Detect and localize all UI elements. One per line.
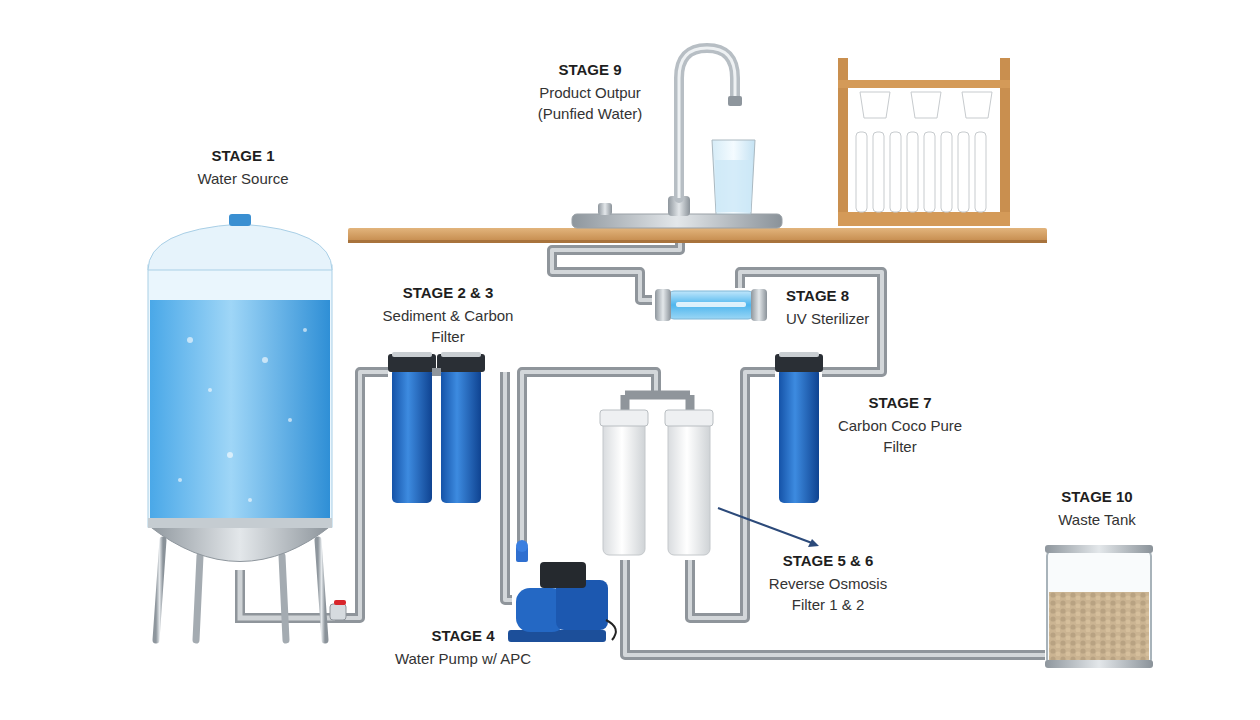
water-pump bbox=[508, 540, 616, 642]
stage-label: STAGE 9 Product Outpur (Punfied Water) bbox=[525, 60, 655, 124]
counter-shelf bbox=[348, 228, 1047, 243]
carbon-filter: STAGE 7Carbon Coco Pure Filter bbox=[775, 352, 822, 505]
stage-number: STAGE 1 bbox=[197, 146, 288, 166]
stage-number: STAGE 7 bbox=[830, 393, 970, 413]
stage-description: Reverse Osmosis Filter 1 & 2 bbox=[758, 574, 898, 615]
stage-number: STAGE 2 & 3 bbox=[373, 283, 523, 303]
uv-sterilizer bbox=[655, 289, 767, 321]
pipe-connector bbox=[505, 372, 512, 600]
stage-description: Product Outpur (Punfied Water) bbox=[525, 83, 655, 124]
stage-description: Carbon Coco Pure Filter bbox=[830, 416, 970, 457]
stage-label: STAGE 2 & 3 Sediment & Carbon Filter bbox=[373, 283, 523, 347]
pipe-connector bbox=[740, 272, 882, 372]
pump: STAGE 4Water Pump w/ APC bbox=[512, 545, 615, 642]
stage-number: STAGE 4 bbox=[395, 626, 531, 646]
water-source: STAGE 1Water Source bbox=[148, 215, 335, 640]
stage-label: STAGE 10 Waste Tank bbox=[1058, 487, 1136, 531]
ro-filter-pair: STAGE 5 & 6Reverse Osmosis Filter 1 & 2 bbox=[598, 395, 715, 560]
stage-description: UV Sterilizer bbox=[786, 309, 869, 329]
sediment-carbon-filters bbox=[388, 352, 485, 503]
stage-label: STAGE 4 Water Pump w/ APC bbox=[395, 626, 531, 670]
waste-container: STAGE 10Waste Tank bbox=[1045, 545, 1152, 668]
stage-label: STAGE 8 UV Sterilizer bbox=[786, 286, 869, 330]
carbon-coco-filter bbox=[775, 352, 823, 503]
dish-rack bbox=[838, 58, 1010, 226]
faucet-outlet: STAGE 9Product Outpur (Punfied Water) bbox=[572, 40, 790, 228]
ro-filters bbox=[600, 395, 713, 555]
pipe-connector bbox=[335, 372, 388, 618]
leader-line bbox=[718, 508, 819, 547]
stage-label: STAGE 5 & 6 Reverse Osmosis Filter 1 & 2 bbox=[758, 551, 898, 615]
stage-number: STAGE 9 bbox=[525, 60, 655, 80]
stage-description: Water Pump w/ APC bbox=[395, 649, 531, 669]
stage-number: STAGE 8 bbox=[786, 286, 869, 306]
stage-label: STAGE 7 Carbon Coco Pure Filter bbox=[830, 393, 970, 457]
stage-number: STAGE 10 bbox=[1058, 487, 1136, 507]
uv-unit: STAGE 8UV Sterilizer bbox=[652, 288, 768, 322]
pipe-connector bbox=[625, 560, 1045, 655]
stage-description: Waste Tank bbox=[1058, 510, 1136, 530]
stage-description: Water Source bbox=[197, 169, 288, 189]
waste-tank bbox=[1045, 545, 1153, 668]
filter-pair: STAGE 2 & 3Sediment & Carbon Filter bbox=[388, 352, 505, 505]
stage-number: STAGE 5 & 6 bbox=[758, 551, 898, 571]
water-tank bbox=[148, 214, 346, 640]
stage-description: Sediment & Carbon Filter bbox=[373, 306, 523, 347]
stage-label: STAGE 1 Water Source bbox=[197, 146, 288, 190]
